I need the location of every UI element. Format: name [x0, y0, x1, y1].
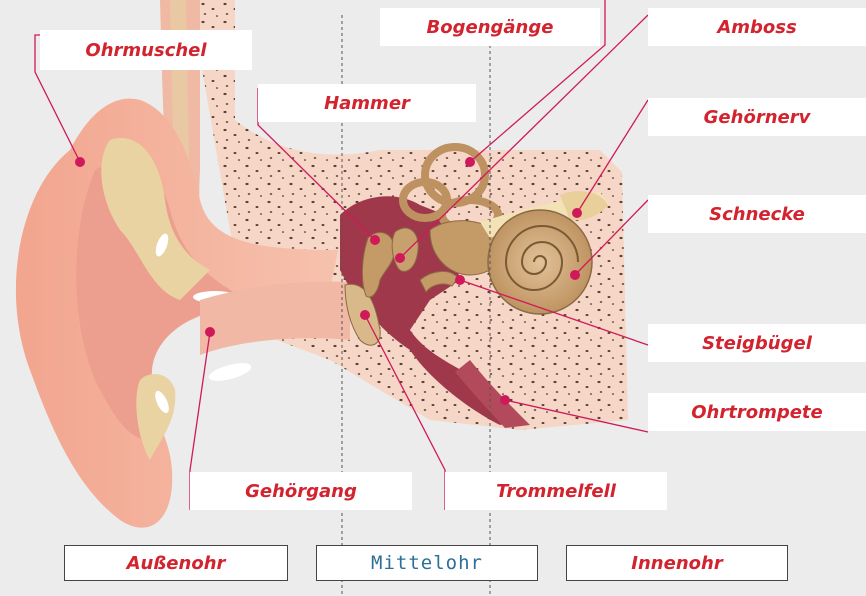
- label-trommelfell: Trommelfell: [445, 472, 667, 510]
- region-innenohr: Innenohr: [566, 545, 788, 581]
- label-ohrmuschel: Ohrmuschel: [40, 30, 252, 70]
- label-steigbuegel: Steigbügel: [648, 324, 866, 362]
- label-gehoergang: Gehörgang: [190, 472, 412, 510]
- label-hammer: Hammer: [258, 84, 476, 122]
- region-aussenohr: Außenohr: [64, 545, 288, 581]
- region-mittelohr: Mittelohr: [316, 545, 538, 581]
- label-gehoernerv: Gehörnerv: [648, 98, 866, 136]
- label-bogengaenge: Bogengänge: [380, 8, 600, 46]
- label-schnecke: Schnecke: [648, 195, 866, 233]
- label-ohrtrompete: Ohrtrompete: [648, 393, 866, 431]
- label-amboss: Amboss: [648, 8, 866, 46]
- cochlea: [488, 210, 592, 314]
